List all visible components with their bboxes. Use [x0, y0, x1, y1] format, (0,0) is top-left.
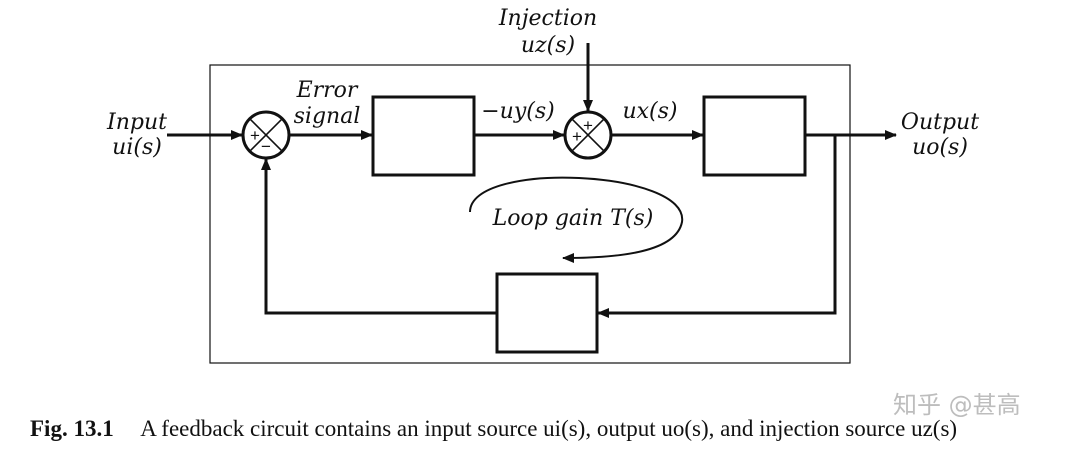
injection-label: Injection [498, 6, 597, 31]
error-signal-label: signal [294, 104, 361, 129]
figure-caption-text: A feedback circuit contains an input sou… [140, 416, 958, 441]
watermark: 知乎 @甚高 [893, 391, 1021, 419]
input-label: Input [106, 110, 167, 135]
input-signal-label: ui(s) [112, 135, 162, 160]
feedback-path-right [597, 135, 837, 318]
error-label: Error [296, 78, 359, 103]
uy-label: −uy(s) [481, 99, 555, 124]
forward-block-1 [371, 95, 476, 177]
figure-number: Fig. 13.1 [30, 416, 114, 441]
loop-gain-label: Loop gain T(s) [492, 206, 654, 231]
feedback-path-left [261, 158, 497, 315]
system-boundary [209, 64, 851, 364]
output-signal-label: uo(s) [912, 135, 968, 160]
sum2-plus-left-sign: + [572, 127, 582, 146]
ux-label: ux(s) [622, 99, 677, 124]
feedback-block [495, 272, 599, 354]
injection-signal-label: uz(s) [521, 33, 575, 58]
sum1-minus-sign: − [261, 137, 271, 156]
sum1-plus-sign: + [250, 126, 260, 145]
forward-block-2 [702, 95, 807, 177]
summing-junction-2: + + [563, 110, 613, 160]
sum2-plus-top-sign: + [583, 116, 593, 135]
figure-caption: Fig. 13.1 A feedback circuit contains an… [30, 416, 957, 442]
summing-junction-1: + − [241, 110, 291, 160]
loop-gain-arrow [469, 176, 684, 263]
output-label: Output [901, 110, 979, 135]
